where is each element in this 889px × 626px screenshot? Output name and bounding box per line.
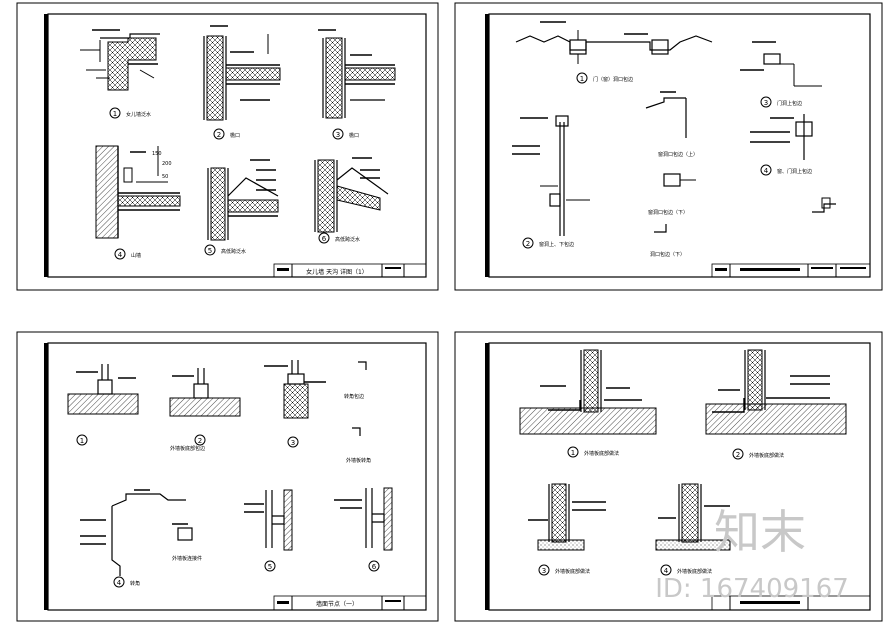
sheet-2-detail-1-label: 门（窗）洞口包边 (593, 76, 633, 83)
sheet-3-detail-5-num: 5 (268, 563, 272, 571)
sheet-2-detail-1: 1 门（窗）洞口包边 (515, 21, 713, 84)
sheet-4-detail-3: 3 外墙板底部做法 (528, 483, 606, 576)
sheet-4: 1 外墙板底部做法 2 外墙板底部做法 (454, 331, 883, 622)
sheet-1-border (16, 2, 439, 291)
sheet-1-detail-2-label: 檐口 (230, 132, 240, 139)
sheet-1-dim-150: 150 (152, 151, 162, 157)
sheet-2-detail-4: 4 窗、门洞上包边 (750, 114, 836, 213)
sheet-2-detail-3-num: 3 (764, 99, 768, 107)
sheet-1-detail-1-num: 1 (113, 110, 117, 118)
sheet-2-detail-3: 3 门洞上包边 (740, 41, 822, 108)
sheet-4-detail-1-num: 1 (571, 449, 575, 457)
sheet-4-detail-2: 2 外墙板底部做法 (705, 349, 847, 460)
sheet-2-caption-3: 洞口包边（下） (650, 251, 685, 258)
sheet-3-detail-3-num: 3 (291, 439, 295, 447)
sheet-4-detail-4: 4 外墙板底部做法 (655, 483, 731, 576)
sheet-1-detail-4: 150 200 50 4 山墙 (95, 145, 181, 260)
sheet-4-binding-strip (485, 343, 489, 610)
sheet-2-center-details: 窗洞口包边（上） 窗洞口包边（下） 洞口包边（下） (645, 91, 698, 258)
sheet-1-detail-3-num: 3 (336, 131, 340, 139)
sheet-3-detail-6: 6 (334, 487, 393, 572)
sheet-1-detail-1-label: 女儿墙泛水 (126, 111, 151, 118)
sheet-4-detail-4-num: 4 (664, 567, 669, 575)
sheet-1-detail-2: 2 檐口 (203, 25, 281, 140)
sheet-1-detail-3-label: 檐口 (349, 132, 359, 139)
sheet-1-detail-6-num: 6 (322, 235, 327, 243)
sheet-2-detail-2-num: 2 (526, 240, 530, 248)
sheet-3-detail-2: 2 (169, 368, 241, 446)
sheet-1-detail-3: 3 檐口 (318, 29, 396, 140)
sheet-3-frame (47, 342, 427, 611)
sheet-4-title-block (711, 595, 871, 611)
sheet-2-border (454, 2, 883, 291)
sheet-1-detail-2-num: 2 (217, 131, 221, 139)
sheet-2-detail-4-num: 4 (764, 167, 769, 175)
sheet-1-detail-5-label: 高低跨泛水 (221, 248, 246, 255)
sheet-3: 墙面节点（一） 1 2 (16, 331, 439, 622)
sheet-3-caption-1: 外墙板底部包边 (170, 445, 205, 452)
sheet-2-title-block (711, 263, 871, 278)
sheet-3-title-block: 墙面节点（一） (273, 595, 427, 611)
sheet-2-caption-2: 窗洞口包边（下） (648, 209, 688, 216)
sheet-1-dim-200: 200 (162, 161, 172, 167)
sheet-4-detail-3-num: 3 (542, 567, 546, 575)
sheet-1-detail-1: 1 女儿墙泛水 (80, 29, 160, 119)
sheet-1-detail-4-label: 山墙 (131, 252, 141, 259)
sheet-3-caption-3: 转角包边 (344, 393, 364, 400)
sheet-3-detail-1-num: 1 (80, 437, 84, 445)
sheet-1-detail-5: 5 高低跨泛水 (204, 159, 279, 256)
sheet-1-title: 女儿墙 天沟 详图（1） (306, 268, 368, 276)
sheet-2-frame (488, 13, 871, 278)
sheet-2-binding-strip (485, 14, 489, 277)
sheet-1-title-block: 女儿墙 天沟 详图（1） (273, 263, 427, 278)
sheet-1-detail-6-label: 高低跨泛水 (335, 236, 360, 243)
sheet-3-caption-4: 外墙板连接件 (172, 555, 202, 562)
sheet-2-detail-3-label: 门洞上包边 (777, 100, 802, 107)
sheet-3-detail-3: 3 转角包边 外墙板转角 (264, 360, 371, 464)
sheet-3-detail-5: 5 (244, 489, 293, 572)
watermark-brand: 知末 (714, 505, 806, 559)
sheet-4-detail-1-label: 外墙板底部做法 (584, 450, 619, 457)
sheet-4-border (454, 331, 883, 622)
sheet-1-binding-strip (44, 14, 48, 277)
sheet-3-detail-4-label: 转角 (130, 580, 140, 587)
sheet-3-border (16, 331, 439, 622)
sheet-4-detail-1: 1 外墙板底部做法 (519, 349, 657, 458)
watermark-id: ID: 167409167 (655, 574, 849, 604)
sheet-1-detail-5-num: 5 (208, 247, 212, 255)
sheet-2-detail-2-label: 窗洞上、下包边 (539, 241, 574, 248)
sheet-3-caption-2: 外墙板转角 (346, 457, 371, 464)
sheet-2-caption-1: 窗洞口包边（上） (658, 151, 698, 158)
sheet-2-detail-1-num: 1 (580, 75, 584, 83)
sheet-3-binding-strip (44, 343, 48, 610)
sheet-3-detail-1: 1 (67, 364, 139, 446)
sheet-1-detail-4-num: 4 (118, 251, 123, 259)
sheet-4-detail-3-label: 外墙板底部做法 (555, 568, 590, 575)
sheet-3-detail-6-num: 6 (372, 563, 377, 571)
sheet-4-detail-2-label: 外墙板底部做法 (749, 452, 784, 459)
sheet-1-detail-6: 6 高低跨泛水 (314, 157, 389, 244)
sheet-3-detail-4: 外墙板连接件 4 转角 (80, 489, 202, 588)
sheet-4-detail-4-label: 外墙板底部做法 (677, 568, 712, 575)
sheet-3-detail-4-num: 4 (117, 579, 122, 587)
sheet-1: 女儿墙 天沟 详图（1） 1 女儿墙泛水 (16, 2, 439, 291)
sheet-2: 1 门（窗）洞口包边 3 门洞上包边 窗洞口包边（上） 窗洞口包边（下） 洞口包… (454, 2, 883, 291)
sheet-2-detail-4-label: 窗、门洞上包边 (777, 168, 812, 175)
sheet-2-detail-2: 2 窗洞上、下包边 (512, 115, 590, 249)
sheet-3-title: 墙面节点（一） (316, 600, 358, 608)
watermark: 知末 ID: 167409167 (655, 505, 849, 604)
sheet-3-detail-2-num: 2 (198, 437, 202, 445)
sheet-4-detail-2-num: 2 (736, 451, 740, 459)
sheet-1-dim-50: 50 (162, 174, 168, 180)
